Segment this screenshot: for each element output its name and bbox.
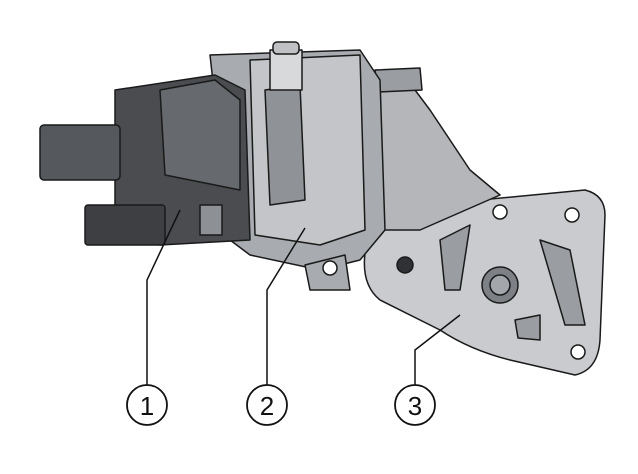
leader-line-2 [266,227,306,385]
leader-line-3 [414,314,461,385]
callout-2: 2 [246,384,288,426]
callout-1-label: 1 [140,391,154,421]
leader-line-1 [146,209,181,385]
callout-2-label: 2 [260,391,274,421]
callout-3-label: 3 [408,391,422,421]
callout-3: 3 [394,384,436,426]
callout-1: 1 [126,384,168,426]
